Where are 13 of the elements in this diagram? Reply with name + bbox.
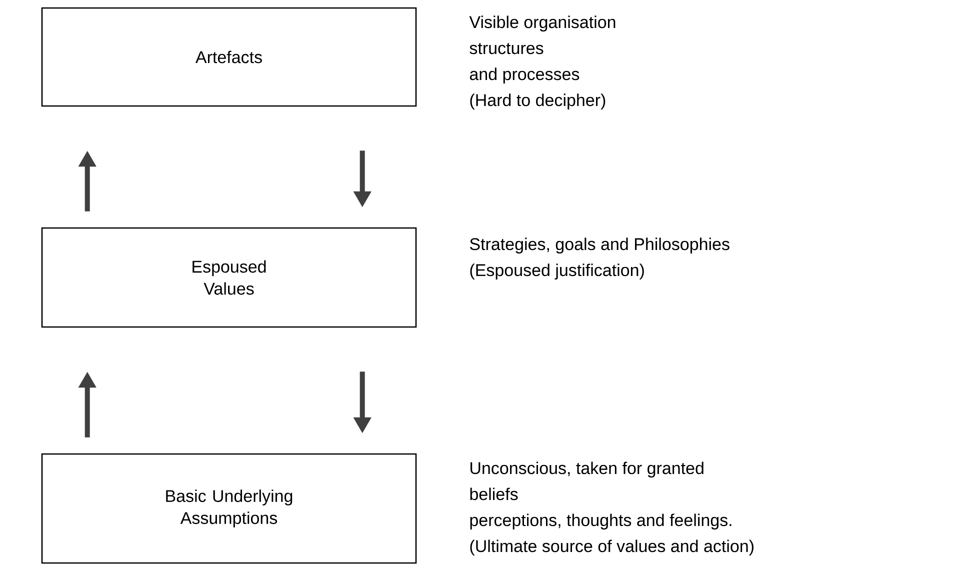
description-text: structures [470,43,544,54]
description-text: perceptions, thoughts and feelings. [470,514,732,530]
description-text: Unconscious, taken for granted [470,462,704,478]
layer-box: Artefacts [41,7,417,107]
description-text: Visible organisation [469,16,616,32]
description-text: Strategies, goals and Philosophies [470,238,730,254]
description-text: (Espoused justification) [470,264,644,280]
description-text: beliefs [470,488,518,500]
layer-box: Basic Underlying Assumptions [41,453,417,564]
layer-box: Espoused Values [41,227,417,328]
description-text: (Hard to decipher) [470,94,606,110]
description-text: (Ultimate source of values and action) [470,540,754,556]
description-text: and processes [470,68,580,84]
